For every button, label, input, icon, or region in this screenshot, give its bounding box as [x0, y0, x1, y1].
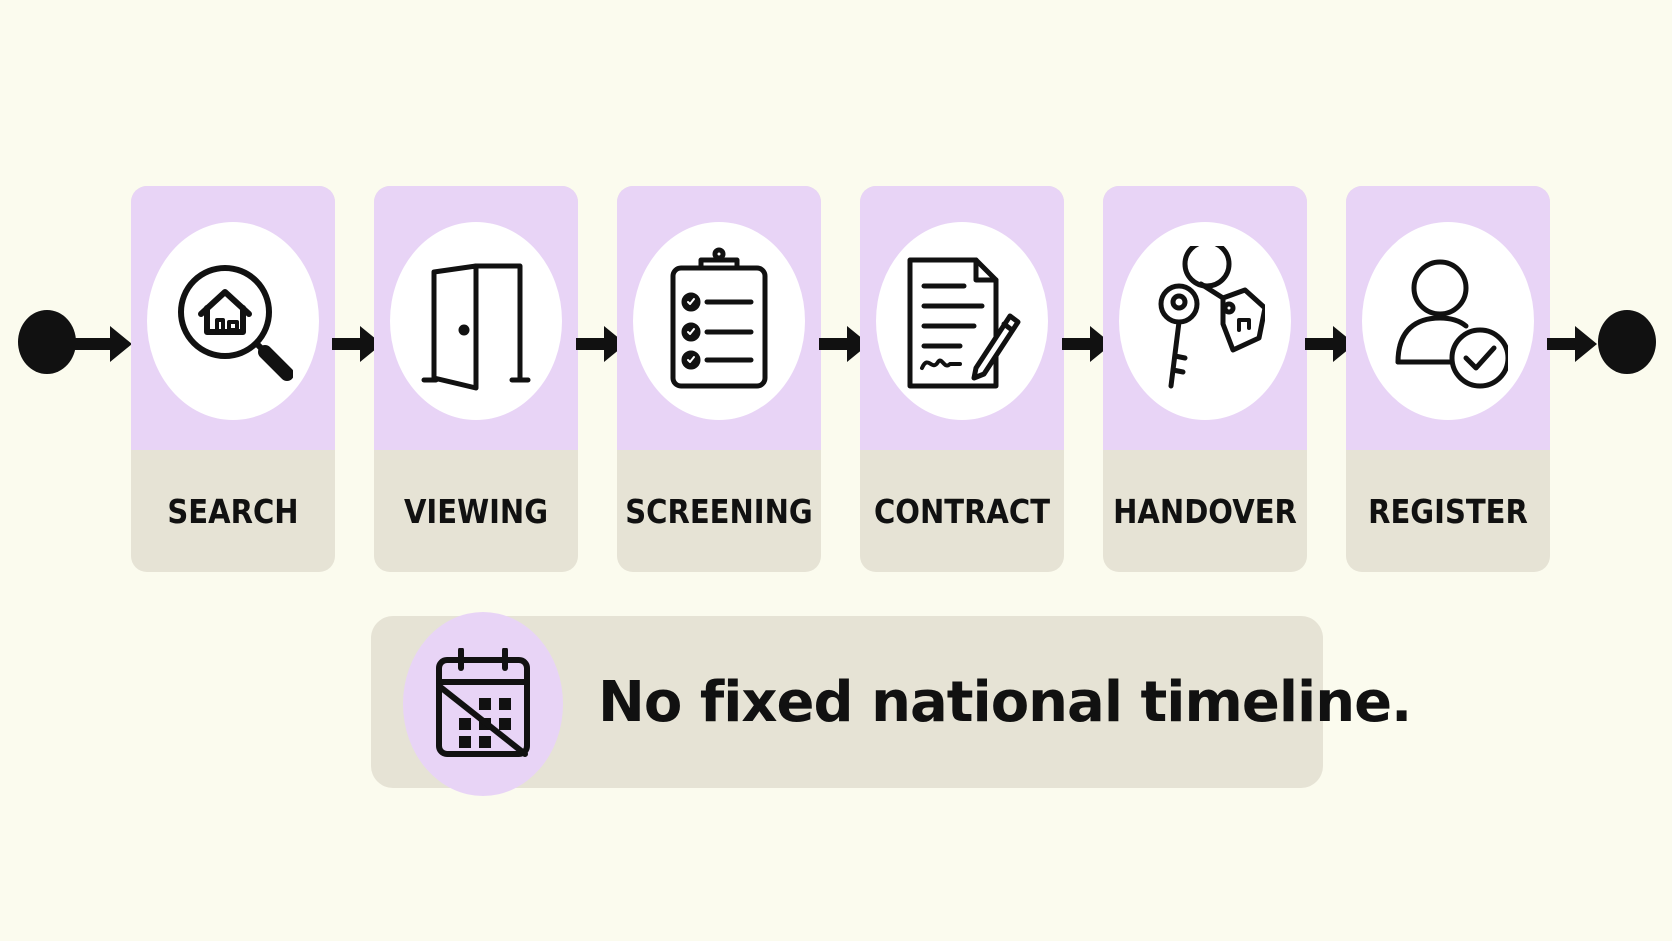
keys-icon	[1158, 246, 1265, 389]
step-card-register: REGISTER	[1346, 186, 1550, 572]
step-label: HANDOVER	[1113, 491, 1297, 531]
arrow-icon	[74, 326, 132, 362]
contract-signature-icon	[907, 257, 1021, 389]
magnifier-house-icon	[178, 265, 293, 381]
step-label: SEARCH	[167, 491, 299, 531]
step-label: REGISTER	[1368, 491, 1528, 531]
step-card-search: SEARCH	[131, 186, 335, 572]
arrow-icon	[1062, 326, 1112, 362]
arrow-icon	[1305, 326, 1355, 362]
checklist-clipboard-icon	[670, 247, 768, 389]
note-text: No fixed national timeline.	[598, 669, 1412, 735]
step-card-viewing: VIEWING	[374, 186, 578, 572]
calendar-crossed-icon	[436, 648, 530, 757]
step-card-screening: SCREENING	[617, 186, 821, 572]
arrow-icon	[576, 326, 626, 362]
step-label: CONTRACT	[873, 491, 1051, 531]
arrow-icon	[819, 326, 869, 362]
arrow-icon	[332, 326, 382, 362]
step-card-handover: HANDOVER	[1103, 186, 1307, 572]
note-icon-badge	[403, 612, 563, 796]
step-label: VIEWING	[403, 491, 549, 531]
open-door-icon	[421, 263, 531, 391]
step-card-contract: CONTRACT	[860, 186, 1064, 572]
arrow-icon	[1547, 326, 1597, 362]
start-node	[18, 310, 76, 374]
step-label: SCREENING	[625, 491, 813, 531]
user-check-icon	[1395, 259, 1508, 389]
end-node	[1598, 310, 1656, 374]
